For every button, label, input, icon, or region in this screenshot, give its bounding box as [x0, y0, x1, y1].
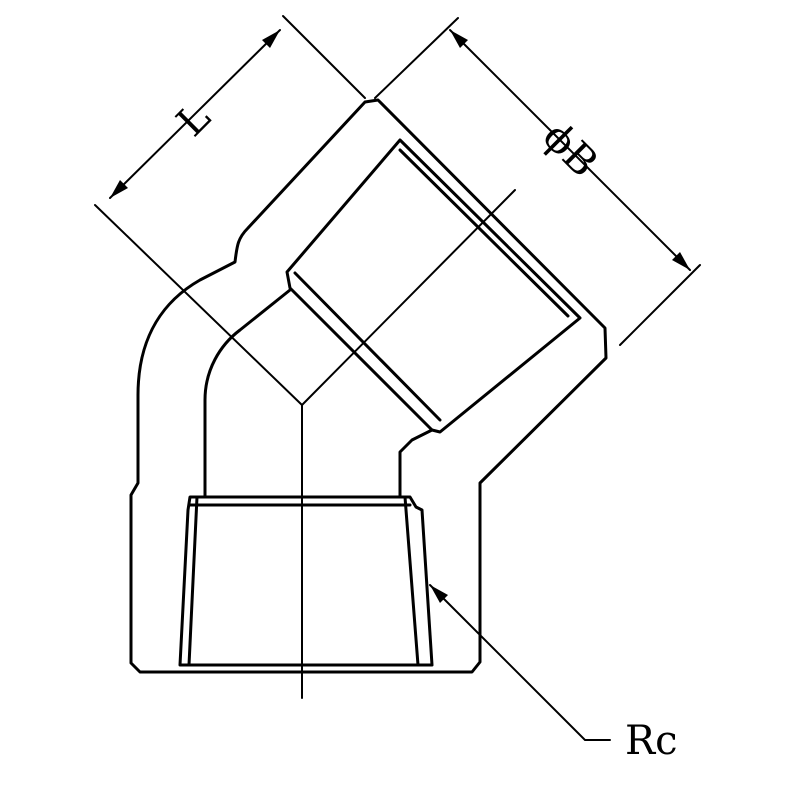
dimension-l-extension-top: [282, 15, 366, 99]
dimension-l-label: L: [168, 94, 219, 145]
dimension-b-extension-bottom: [619, 264, 701, 346]
bottom-socket-outer: [178, 495, 434, 667]
thread-leader-line: [429, 584, 611, 741]
angled-centerline: [301, 189, 516, 406]
fitting-outer-outline: [129, 98, 608, 674]
dimension-b-arrow-bottom: [672, 252, 690, 270]
dimension-b-extension-top: [374, 17, 459, 99]
inner-bore-left: [203, 288, 292, 499]
upper-socket-outer: [285, 138, 582, 434]
dimension-b-line: [449, 29, 691, 271]
dimension-l-arrow-bottom: [110, 180, 128, 198]
bottom-socket-thread-left: [187, 495, 199, 667]
upper-socket-thread-bottom: [293, 271, 442, 422]
thread-leader-arrow: [430, 585, 448, 603]
dimension-l-arrow-top: [262, 30, 280, 48]
dimension-l-extension-bottom: [94, 204, 303, 406]
dimension-l-line: [109, 29, 281, 199]
upper-socket-thread-top: [398, 148, 570, 318]
bottom-socket-thread-right: [403, 495, 420, 667]
thread-label: Rc: [625, 718, 678, 764]
inner-bore-right: [398, 428, 434, 499]
dimension-b-arrow-top: [450, 30, 468, 48]
